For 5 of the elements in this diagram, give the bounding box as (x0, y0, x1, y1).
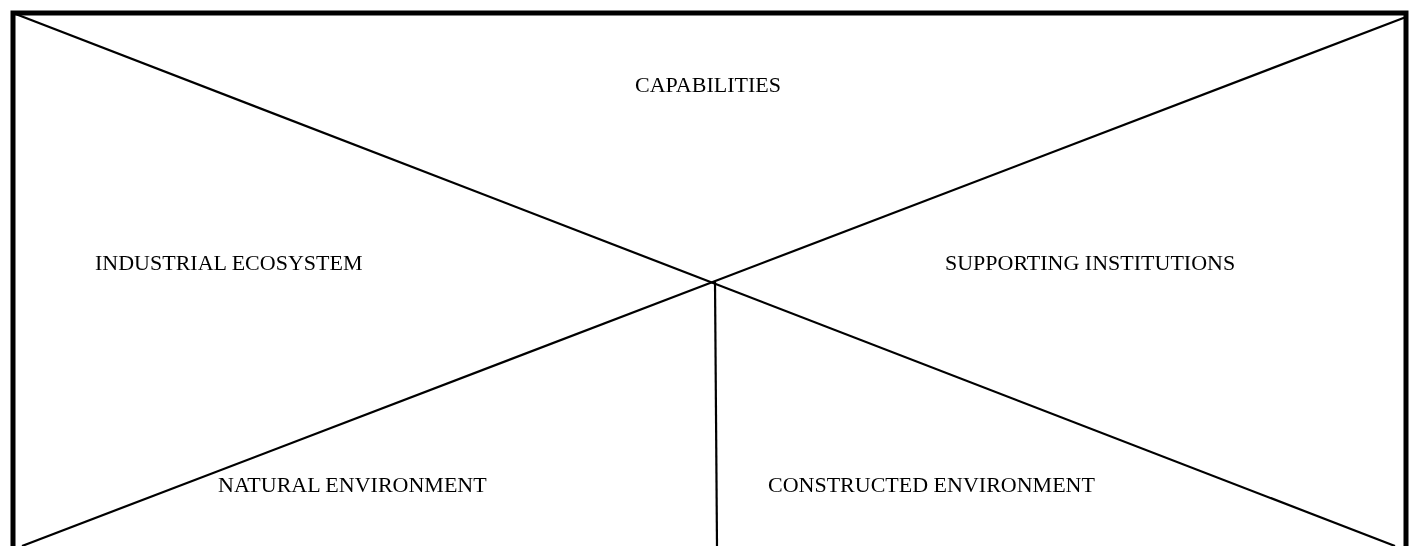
region-label: SUPPORTING INSTITUTIONS (945, 250, 1236, 276)
region-label: CONSTRUCTED ENVIRONMENT (768, 472, 1095, 498)
region-label: CAPABILITIES (635, 72, 781, 98)
region-label: NATURAL ENVIRONMENT (218, 472, 487, 498)
region-label: INDUSTRIAL ECOSYSTEM (95, 250, 363, 276)
